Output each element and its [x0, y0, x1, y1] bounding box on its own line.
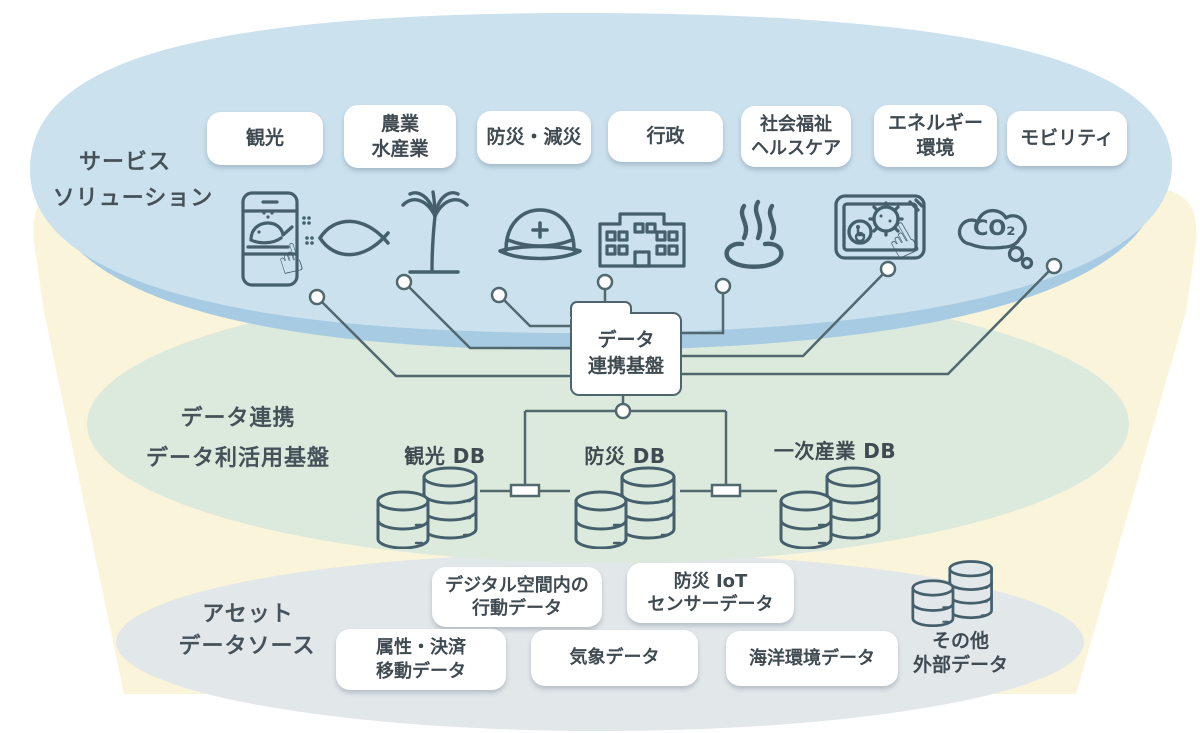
terminal-node	[714, 277, 732, 295]
category-label: 防災・減災	[486, 126, 582, 149]
category-label: 水産業	[371, 137, 429, 160]
connector-6	[674, 268, 889, 358]
terminal-node	[596, 273, 614, 291]
welfare-touch-panel-icon	[834, 194, 926, 260]
db-label-primary-industry: 一次産業 DB	[773, 439, 897, 463]
database-stack-tourism	[376, 466, 478, 549]
category-welfare-healthcare: 社会福祉 ヘルスケア	[741, 106, 851, 167]
connector-5	[674, 286, 725, 335]
database-stack-primary-industry	[779, 466, 881, 549]
sparkle-dots	[262, 211, 314, 245]
assets-layer-label-line1: アセット	[202, 602, 294, 627]
connector-3	[498, 294, 576, 328]
back-cylinder	[422, 466, 478, 540]
category-tourism: 観光	[207, 112, 323, 165]
source-label: 気象データ	[569, 647, 660, 669]
platform-layer-label-line2: データ利活用基盤	[145, 446, 330, 471]
database-stack-other-external	[911, 560, 993, 627]
terminal-node	[395, 273, 413, 291]
platform-layer-label-line1: データ連携	[180, 406, 296, 431]
category-mobility: モビリティ	[1007, 111, 1127, 166]
db-label-tourism: 観光 DB	[404, 444, 486, 468]
terminal-node	[1045, 257, 1063, 275]
source-label: 防災 IoT	[673, 570, 748, 592]
source-weather-data: 気象データ	[531, 630, 698, 686]
co2-cloud-icon	[957, 208, 1034, 270]
source-label: 海洋環境データ	[749, 647, 875, 669]
connector-2	[403, 281, 576, 350]
data-linkage-hub: データ 連携基盤	[569, 301, 682, 396]
source-marine-environment-data: 海洋環境データ	[726, 631, 898, 686]
government-building-icon	[598, 212, 686, 268]
co2-label: CO₂	[973, 216, 1016, 240]
hub-label-line1: データ	[597, 329, 655, 352]
terminal-node	[308, 288, 326, 306]
services-layer-disc	[30, 13, 1172, 333]
source-label: 移動データ	[376, 660, 466, 682]
category-label: モビリティ	[1020, 127, 1114, 150]
category-energy-environment: エネルギー 環境	[874, 105, 997, 167]
palm-tree-icon	[401, 190, 469, 274]
category-label: エネルギー	[887, 112, 983, 135]
source-disaster-iot-sensor: 防災 IoT センサーデータ	[627, 563, 794, 623]
services-layer-label-line1: サービス	[78, 150, 171, 175]
category-label: ヘルスケア	[751, 137, 841, 159]
category-government: 行政	[608, 111, 723, 162]
front-cylinder	[376, 490, 430, 549]
db-junction-right	[710, 483, 742, 498]
category-label: 環境	[916, 137, 955, 159]
category-label: 農業	[380, 112, 419, 135]
source-label: 属性・決済	[376, 637, 466, 659]
source-label: センサーデータ	[647, 594, 774, 615]
db-junction-left	[509, 483, 541, 498]
services-layer-label-line2: ソリューション	[52, 186, 214, 211]
db-label-disaster: 防災 DB	[584, 444, 666, 468]
smartphone-tourism-icon	[241, 191, 314, 287]
hub-label-line2: 連携基盤	[587, 355, 664, 377]
safety-helmet-icon	[498, 208, 582, 261]
hub-folder-tab	[569, 301, 635, 320]
category-label: 観光	[245, 127, 284, 150]
source-attribute-payment-movement: 属性・決済 移動データ	[336, 629, 506, 690]
category-label: 社会福祉	[760, 114, 832, 136]
hot-spring-icon	[724, 199, 784, 269]
category-disaster-prevention: 防災・減災	[477, 111, 591, 164]
source-digital-behavior: デジタル空間内の 行動データ	[432, 567, 602, 627]
connector-7	[674, 265, 1055, 376]
database-stack-disaster	[574, 466, 676, 549]
assets-layer-label-line2: データソース	[178, 634, 316, 659]
fish-icon	[318, 219, 390, 257]
tree-node	[614, 402, 632, 420]
category-label: 行政	[646, 125, 685, 148]
source-label: 行動データ	[472, 598, 562, 619]
other-source-label-line1: その他	[931, 630, 989, 652]
terminal-node	[879, 260, 897, 278]
category-agriculture-fishery: 農業 水産業	[344, 105, 456, 168]
connector-1	[316, 296, 576, 378]
source-label: デジタル空間内の	[445, 574, 589, 596]
terminal-node	[490, 286, 508, 304]
other-source-label-line2: 外部データ	[912, 654, 1008, 676]
